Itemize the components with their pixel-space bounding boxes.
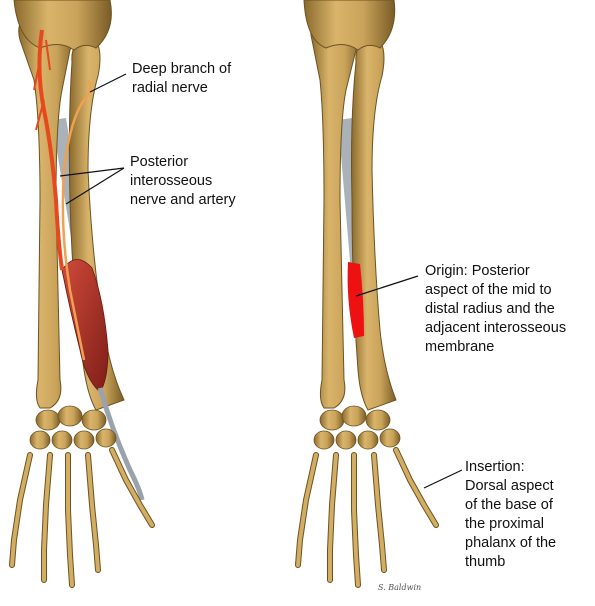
left-forearm [9, 0, 155, 588]
leader-insertion [423, 469, 463, 489]
left-radial-nerve-deep-branch [37, 29, 64, 271]
right-forearm [295, 0, 439, 588]
leader-lines [59, 73, 463, 489]
left-humerus-end [13, 0, 112, 51]
right-humerus-end [303, 0, 396, 51]
label-origin: Origin: Posterior aspect of the mid to d… [425, 263, 567, 355]
right-carpals [313, 405, 401, 450]
right-fingers-fill [296, 448, 438, 587]
artist-signature: S. Baldwin [378, 583, 422, 592]
leader-posterior-interosseous-b [65, 167, 125, 205]
left-fingers-fill [10, 448, 154, 587]
label-deep-branch-radial-nerve: Deep branch of radial nerve [132, 61, 232, 96]
leader-posterior-interosseous-a [59, 167, 125, 177]
leader-origin [355, 275, 419, 297]
label-insertion: Insertion: Dorsal aspect of the base of … [465, 459, 557, 570]
left-nerve-branch [33, 39, 51, 131]
right-radius [351, 35, 397, 411]
right-muscle-origin [347, 262, 364, 338]
right-fingers [295, 447, 439, 588]
left-tendon [97, 387, 145, 501]
left-muscle [61, 259, 109, 393]
left-carpals [29, 405, 117, 450]
label-posterior-interosseous-nerve-artery: Posterior interosseous nerve and artery [130, 154, 236, 208]
leader-deep-branch [89, 73, 127, 93]
